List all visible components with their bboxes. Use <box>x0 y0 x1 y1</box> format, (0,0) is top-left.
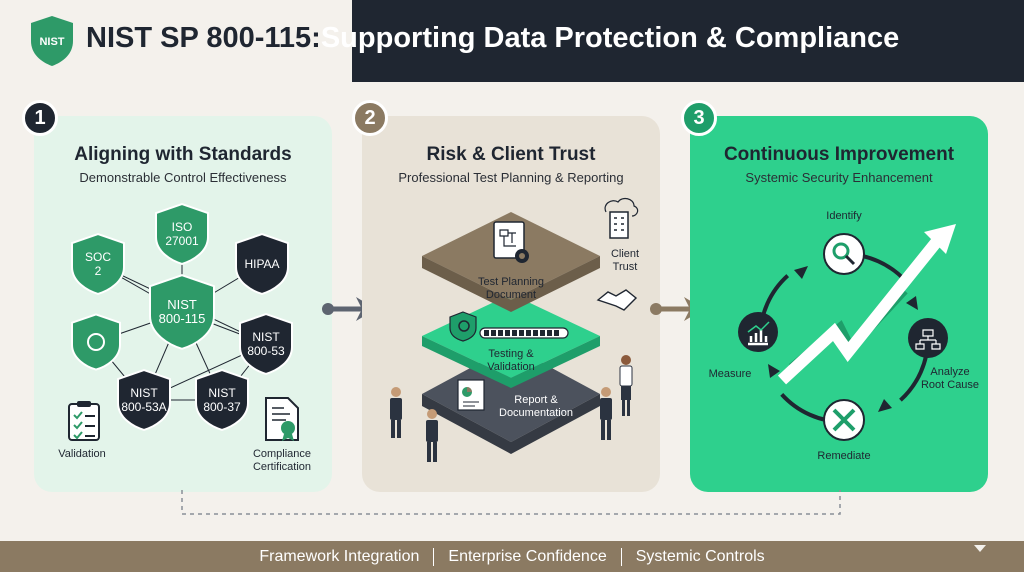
title-part-2: Supporting Data Protection & Compliance <box>320 22 900 54</box>
shield-label: NIST <box>252 330 280 344</box>
clipboard-checklist-icon <box>68 401 100 441</box>
shield-label: 800-53 <box>247 344 285 358</box>
footer-separator <box>620 547 622 566</box>
panel-1-subtitle: Demonstrable Control Effectiveness <box>79 170 287 185</box>
cycle-identify-label: Identify <box>826 210 862 222</box>
shield-label: ISO <box>172 220 193 234</box>
panel-aligning-standards: Aligning with Standards Demonstrable Con… <box>34 116 332 492</box>
svg-text:NIST: NIST <box>39 36 64 48</box>
dashed-connector <box>181 490 841 515</box>
shield-label: 800-53A <box>121 400 166 414</box>
footer-separator <box>433 547 435 566</box>
panel-1-title: Aligning with Standards <box>74 144 292 165</box>
nist-shield-logo: NIST <box>31 16 73 66</box>
page-title: NIST SP 800-115: Supporting Data Protect… <box>86 22 899 62</box>
cycle-remediate-label: Remediate <box>817 450 871 462</box>
shield-label: NIST <box>130 386 158 400</box>
shield-label: 800-115 <box>159 311 206 326</box>
compliance-certificate-icon <box>265 397 299 441</box>
client-trust-label: Client Trust <box>610 248 640 273</box>
shield-label: SOC <box>85 250 111 264</box>
footer-systemic-controls: Systemic Controls <box>635 547 765 565</box>
header-right <box>352 0 1024 82</box>
panel-risk-client-trust: Risk & Client Trust Professional Test Pl… <box>362 116 660 492</box>
shield-label: NIST <box>208 386 236 400</box>
footer-bar: Framework Integration Enterprise Confide… <box>0 541 1024 572</box>
standard-shield: HIPAA <box>235 233 289 295</box>
cycle-analyze-label: Analyze Root Cause <box>920 366 980 391</box>
shield-label: 27001 <box>165 234 199 248</box>
shield-label: NIST <box>167 297 197 312</box>
layer-testing-validation-label: Testing & Validation <box>487 348 535 373</box>
shield-label: HIPAA <box>244 257 279 271</box>
footer-enterprise-confidence: Enterprise Confidence <box>448 547 607 565</box>
shield-label: 2 <box>95 264 102 278</box>
compliance-certification-label: Compliance Certification <box>252 448 312 473</box>
panel-3-subtitle: Systemic Security Enhancement <box>745 170 933 185</box>
panel-2-title: Risk & Client Trust <box>426 144 596 165</box>
footer-triangle-marker <box>974 545 986 552</box>
shield-label: 800-37 <box>203 400 241 414</box>
layer-stack <box>390 197 639 462</box>
cycle-measure-label: Measure <box>708 368 752 380</box>
step-number-3: 3 <box>681 100 717 136</box>
panel-3-title: Continuous Improvement <box>723 144 955 165</box>
step-number-1: 1 <box>22 100 58 136</box>
network-shield-icon <box>71 313 121 371</box>
panel-continuous-improvement: Continuous Improvement Systemic Security… <box>690 116 988 492</box>
step-number-2: 2 <box>352 100 388 136</box>
layer-report-documentation-label: Report & Documentation <box>499 394 573 419</box>
footer-framework-integration: Framework Integration <box>259 547 420 565</box>
standards-shield-network: SOC2ISO27001HIPAANIST800-115NIST800-53NI… <box>71 203 293 431</box>
title-part-1: NIST SP 800-115: <box>86 22 321 54</box>
panel-2-subtitle: Professional Test Planning & Reporting <box>398 170 624 185</box>
validation-label: Validation <box>58 448 106 460</box>
layer-test-planning-label: Test Planning Document <box>477 276 545 301</box>
improvement-cycle <box>738 224 956 441</box>
